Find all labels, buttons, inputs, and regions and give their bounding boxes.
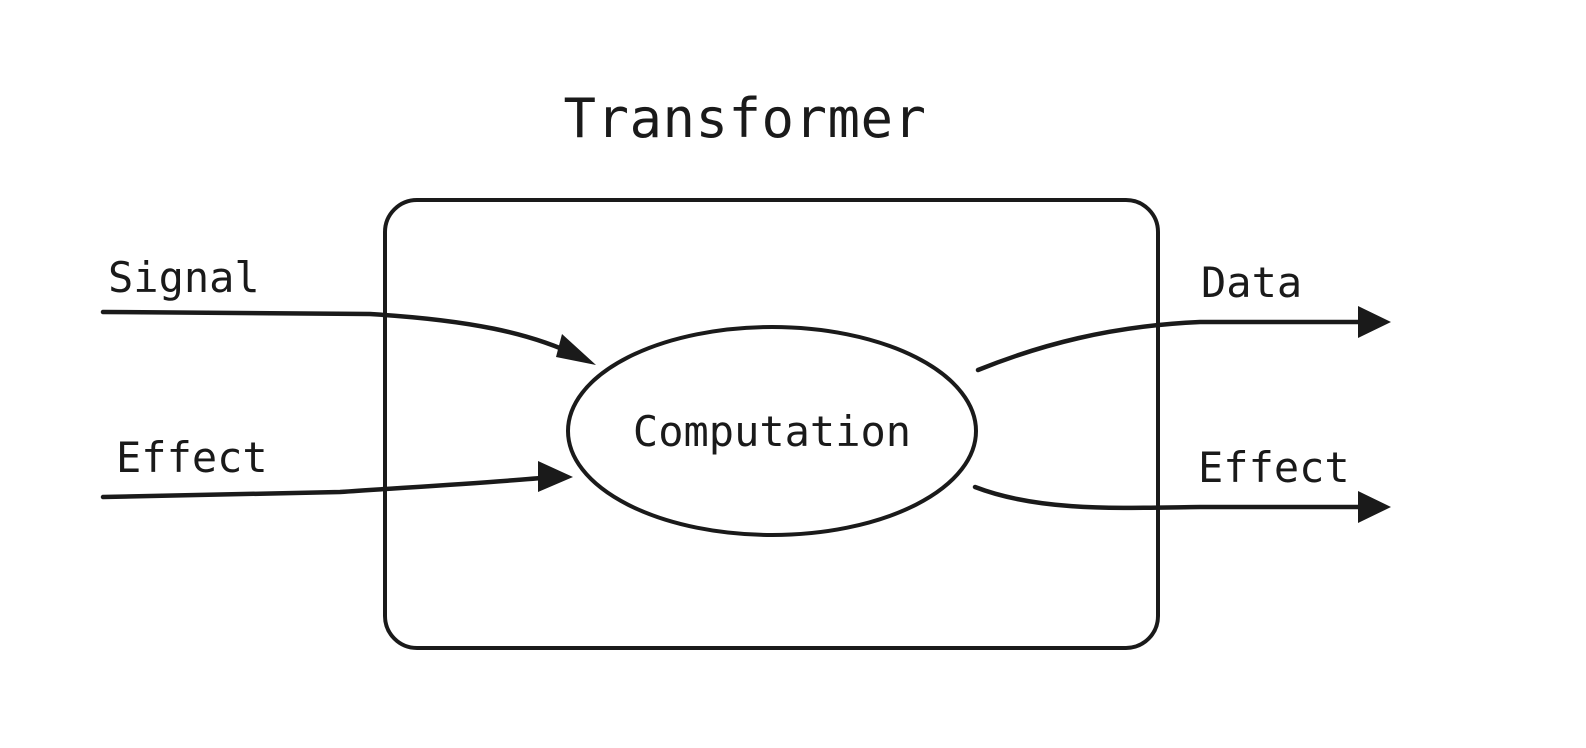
signal-input-edge — [100, 309, 581, 359]
effect-input-arrowhead — [538, 461, 573, 492]
effect-input-edge — [100, 474, 555, 500]
data-output-arrowhead — [1358, 306, 1391, 338]
data-output-label: Data — [1201, 258, 1302, 307]
data-output-edge — [975, 319, 1367, 373]
effect-output-edge — [972, 484, 1367, 511]
effect-output-label: Effect — [1198, 443, 1350, 492]
computation-node-ellipse — [566, 325, 978, 537]
effect-input-label: Effect — [116, 433, 268, 482]
computation-node-label: Computation — [633, 407, 911, 456]
diagram-title: Transformer — [563, 87, 926, 150]
effect-output-arrowhead — [1358, 491, 1391, 523]
signal-input-arrowhead — [556, 334, 596, 365]
signal-input-label: Signal — [108, 253, 260, 302]
